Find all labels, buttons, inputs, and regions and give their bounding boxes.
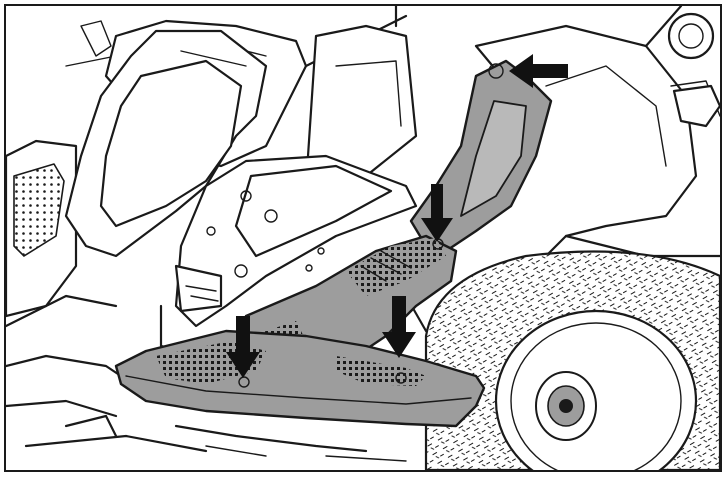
left-body-panel [6, 20, 208, 453]
steering-column [64, 29, 268, 258]
arrow-middle [421, 184, 453, 242]
arrow-front-right [382, 296, 416, 358]
arrow-top-right [509, 54, 568, 88]
arrow-front-left [226, 316, 260, 378]
mower-footplate-illustration [6, 6, 720, 470]
figure-frame [4, 4, 722, 472]
rear-tire [424, 250, 720, 470]
lower-frame [64, 414, 407, 462]
center-frame [159, 154, 418, 353]
